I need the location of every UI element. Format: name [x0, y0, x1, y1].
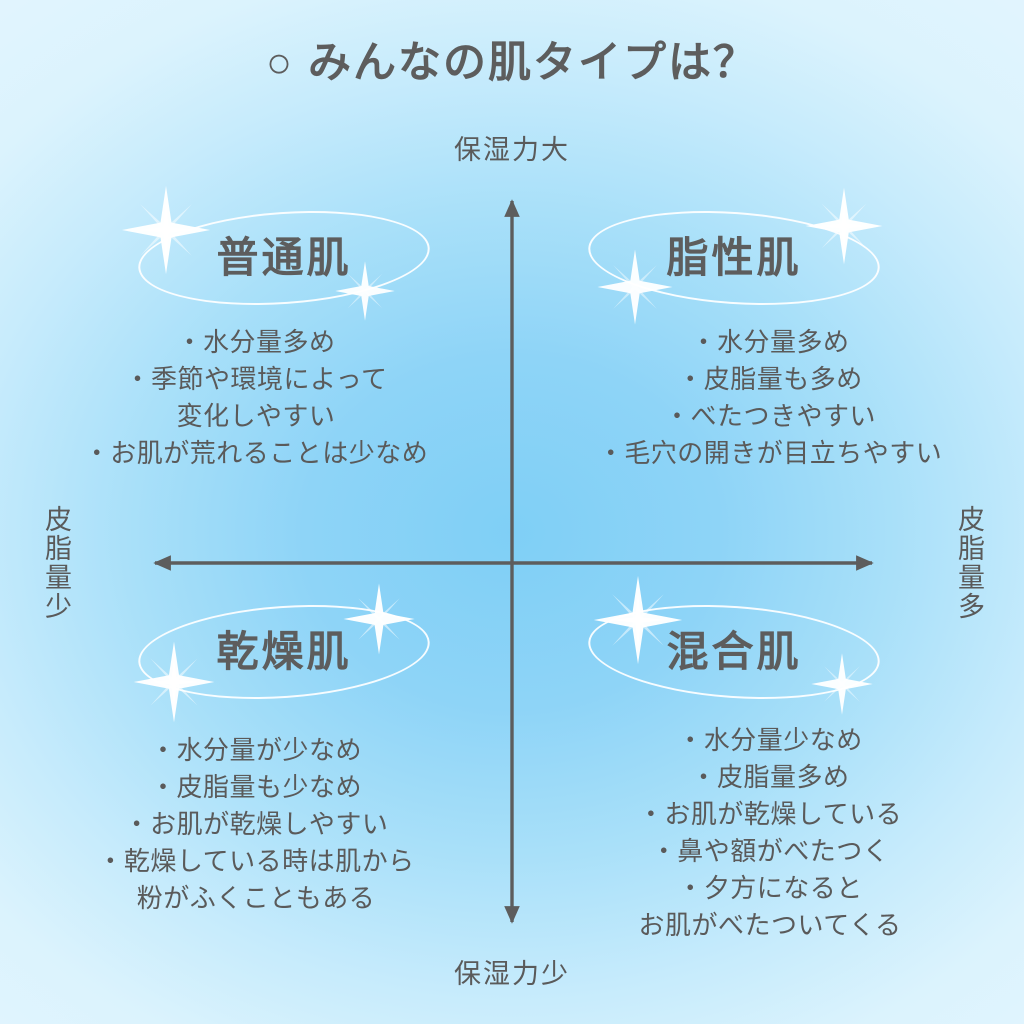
heading-label: 混合肌: [666, 628, 802, 675]
list-item: お肌がべたついてくる: [638, 909, 902, 940]
list-item: ・お肌が荒れることは少なめ: [83, 437, 429, 468]
heading-normal-skin: 普通肌: [121, 185, 438, 321]
axis-label-left: 皮脂量少: [41, 505, 71, 621]
axis-label-top: 保湿力大: [454, 135, 570, 165]
page-title: ○ みんなの肌タイプは？: [266, 39, 758, 87]
list-item: ・水分量多め: [690, 327, 850, 357]
heading-label: 乾燥肌: [216, 628, 352, 675]
axis-label-bottom: 保湿力少: [454, 959, 570, 989]
list-item: ・水分量が少なめ: [149, 735, 362, 765]
list-item: ・皮脂量も多め: [677, 363, 863, 394]
list-item: 変化しやすい: [176, 400, 336, 431]
heading-label: 脂性肌: [666, 234, 802, 281]
description-list: ・水分量が少なめ ・皮脂量も少なめ ・お肌が乾燥しやすい ・乾燥している時は肌か…: [26, 732, 486, 917]
list-item: ・乾燥している時は肌から: [97, 845, 415, 876]
description-list: ・水分量多め ・皮脂量も多め ・べたつきやすい ・毛穴の開きが目立ちやすい: [540, 324, 1000, 472]
axis-label-right: 皮脂量多: [954, 505, 984, 621]
heading-label: 普通肌: [216, 234, 352, 281]
list-item: ・べたつきやすい: [663, 400, 876, 431]
list-item: ・お肌が乾燥している: [637, 798, 903, 829]
list-item: ・お肌が乾燥しやすい: [123, 808, 389, 839]
description-list: ・水分量多め ・季節や環境によって 変化しやすい ・お肌が荒れることは少なめ: [26, 324, 486, 472]
list-item: 粉がふくこともある: [136, 882, 376, 913]
list-item: ・鼻や額がべたつく: [650, 835, 890, 866]
description-list: ・水分量少なめ ・皮脂量多め ・お肌が乾燥している ・鼻や額がべたつく ・夕方に…: [540, 722, 1000, 943]
quadrant-bottom-left: 乾燥肌 ・水分量が少なめ ・皮脂量も少なめ ・お肌が乾燥しやすい ・乾燥している…: [26, 583, 486, 917]
list-item: ・水分量少なめ: [677, 725, 863, 755]
list-item: ・夕方になると: [677, 872, 863, 903]
quadrant-top-right: 脂性肌 ・水分量多め ・皮脂量も多め ・べたつきやすい ・毛穴の開きが目立ちやす…: [540, 187, 1000, 472]
list-item: ・皮脂量も少なめ: [149, 771, 362, 802]
heading-combination-skin: 混合肌: [585, 575, 888, 715]
quadrant-top-left: 普通肌 ・水分量多め ・季節や環境によって 変化しやすい ・お肌が荒れることは少…: [26, 185, 486, 472]
list-item: ・毛穴の開きが目立ちやすい: [597, 437, 943, 468]
heading-dry-skin: 乾燥肌: [133, 583, 438, 723]
quadrant-bottom-right: 混合肌 ・水分量少なめ ・皮脂量多め ・お肌が乾燥している ・鼻や額がべたつく …: [540, 575, 1000, 943]
list-item: ・水分量多め: [176, 327, 336, 357]
heading-oily-skin: 脂性肌: [585, 187, 888, 325]
list-item: ・皮脂量多め: [690, 761, 850, 792]
list-item: ・季節や環境によって: [124, 363, 388, 394]
